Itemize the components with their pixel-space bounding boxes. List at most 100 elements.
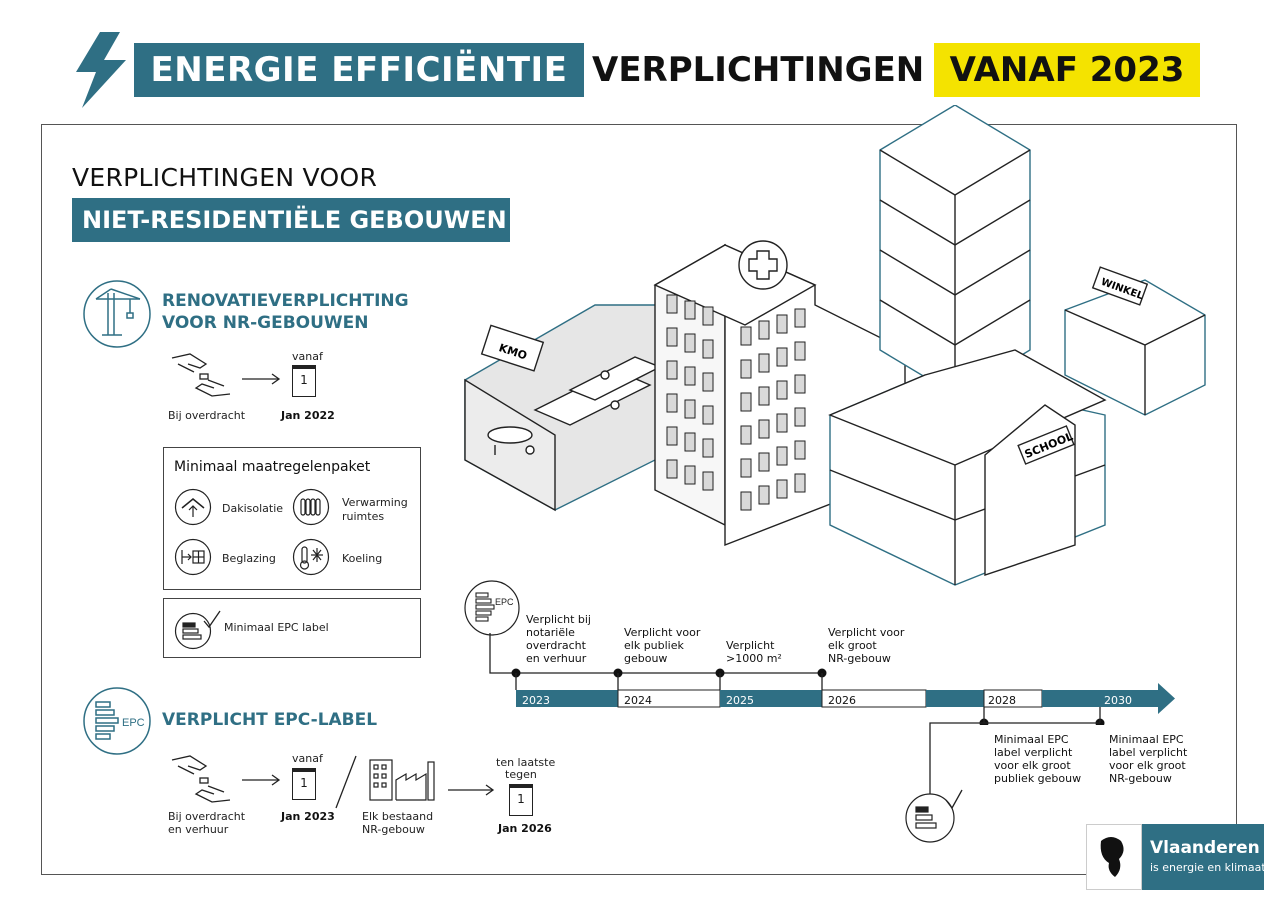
milestone-text: elk groot xyxy=(828,639,877,652)
year-2023: 2023 xyxy=(522,694,550,707)
window xyxy=(758,353,770,373)
arrow-right-icon xyxy=(242,774,281,786)
window xyxy=(702,405,714,425)
milestone-text: notariële xyxy=(526,626,575,639)
milestone-text: Verplicht voor xyxy=(828,626,905,639)
milestone-2030: Minimaal EPC label verplicht voor elk gr… xyxy=(1109,733,1187,785)
cooling-icon xyxy=(292,538,330,576)
logo-name: Vlaanderen xyxy=(1150,838,1260,858)
milestone-2026: Verplicht voor elk groot NR-gebouw xyxy=(828,626,904,665)
measure-heating-line2: ruimtes xyxy=(342,510,385,523)
epc-check-icon xyxy=(174,610,221,650)
renovation-date: Jan 2022 xyxy=(281,409,335,422)
window xyxy=(776,347,788,367)
buildings-illustration: KMO SCHOOL WINKEL xyxy=(464,105,1206,586)
window xyxy=(776,413,788,433)
window xyxy=(702,438,714,458)
milestone-text: Minimaal EPC xyxy=(994,733,1069,746)
epc-minimum-box: Minimaal EPC label xyxy=(163,598,421,658)
arrow-right-icon xyxy=(242,373,281,385)
renovation-trigger-label: Bij overdracht xyxy=(168,409,246,422)
window xyxy=(666,459,678,479)
window xyxy=(740,458,752,478)
title-energy-efficiency: ENERGIE EFFICIËNTIE xyxy=(134,43,584,97)
measure-glazing: Beglazing xyxy=(222,552,276,565)
milestone-text: NR-gebouw xyxy=(1109,772,1172,785)
measures-package-box: Minimaal maatregelenpaket Dakisolatie Ve… xyxy=(163,447,421,590)
epc-timeline-icon-text: EPC xyxy=(495,597,514,607)
window xyxy=(666,327,678,347)
epc-deadline-date: Jan 2026 xyxy=(498,822,552,835)
year-2024: 2024 xyxy=(624,694,652,707)
logo-tagline: is energie en klimaat xyxy=(1150,861,1266,874)
milestone-text: elk publiek xyxy=(624,639,684,652)
section-heading: VERPLICHTINGEN VOOR xyxy=(72,163,378,192)
window xyxy=(666,360,678,380)
window xyxy=(702,339,714,359)
year-2026: 2026 xyxy=(828,694,856,707)
window xyxy=(758,485,770,505)
milestone-text: publiek gebouw xyxy=(994,772,1082,785)
milestone-2023: Verplicht bij notariële overdracht en ve… xyxy=(526,613,591,665)
window xyxy=(702,372,714,392)
window xyxy=(702,306,714,326)
handover-icon xyxy=(171,353,231,397)
milestone-text: Minimaal EPC xyxy=(1109,733,1184,746)
milestone-text: overdracht xyxy=(526,639,586,652)
window xyxy=(702,471,714,491)
calendar-icon: 1 xyxy=(292,768,316,800)
milestone-text: Verplicht bij xyxy=(526,613,591,626)
window xyxy=(758,452,770,472)
epc-from-label: vanaf xyxy=(292,752,323,765)
milestone-2028: Minimaal EPC label verplicht voor elk gr… xyxy=(994,733,1081,785)
window xyxy=(740,491,752,511)
milestone-text: voor elk groot xyxy=(1109,759,1186,772)
window xyxy=(758,320,770,340)
milestone-text: Verplicht xyxy=(726,639,775,652)
window xyxy=(794,473,806,493)
title-from-2023: VANAF 2023 xyxy=(934,43,1200,97)
epc-building-line1: Elk bestaand xyxy=(362,810,434,823)
epc-title: VERPLICHT EPC-LABEL xyxy=(162,710,378,730)
milestone-2025: Verplicht >1000 m² xyxy=(726,639,782,665)
milestone-text: Verplicht voor xyxy=(624,626,701,639)
epc-label-icon: EPC xyxy=(83,687,151,755)
window xyxy=(666,393,678,413)
window xyxy=(794,407,806,427)
timeline-years: 2023 2024 2025 2026 2028 2030 xyxy=(520,692,1200,708)
lion-emblem xyxy=(1086,824,1142,890)
slash-divider xyxy=(335,755,357,809)
renovation-title-line1: RENOVATIEVERPLICHTING xyxy=(162,291,409,311)
window xyxy=(740,425,752,445)
arrow-right-icon xyxy=(448,784,495,796)
epc-building-line2: NR-gebouw xyxy=(362,823,425,836)
timeline-track xyxy=(489,633,1175,725)
calendar-day: 1 xyxy=(300,373,308,387)
epc-check-icon xyxy=(905,789,963,843)
measure-roof: Dakisolatie xyxy=(222,502,284,515)
renovation-title-line2: VOOR NR-GEBOUWEN xyxy=(162,313,369,333)
window xyxy=(758,419,770,439)
measure-heating-line1: Verwarming xyxy=(342,496,408,509)
window xyxy=(740,359,752,379)
handover-rent-icon xyxy=(171,755,231,803)
milestone-text: label verplicht xyxy=(994,746,1073,759)
roof-insulation-icon xyxy=(174,488,212,526)
buildings-icon xyxy=(369,759,435,801)
renovation-from-label: vanaf xyxy=(292,350,323,363)
milestone-text: NR-gebouw xyxy=(828,652,891,665)
window xyxy=(740,326,752,346)
window xyxy=(684,432,696,452)
calendar-day: 1 xyxy=(517,792,525,806)
year-2028: 2028 xyxy=(988,694,1016,707)
epc-deadline-line2: tegen xyxy=(505,768,537,781)
measures-package-title: Minimaal maatregelenpaket xyxy=(174,459,371,475)
window xyxy=(776,446,788,466)
window xyxy=(776,479,788,499)
calendar-icon: 1 xyxy=(292,365,316,397)
measure-cooling: Koeling xyxy=(342,552,383,565)
glazing-icon xyxy=(174,538,212,576)
section-heading-bar: NIET-RESIDENTIËLE GEBOUWEN xyxy=(72,198,510,242)
lion-icon xyxy=(1100,837,1124,877)
content-frame xyxy=(41,124,1237,875)
